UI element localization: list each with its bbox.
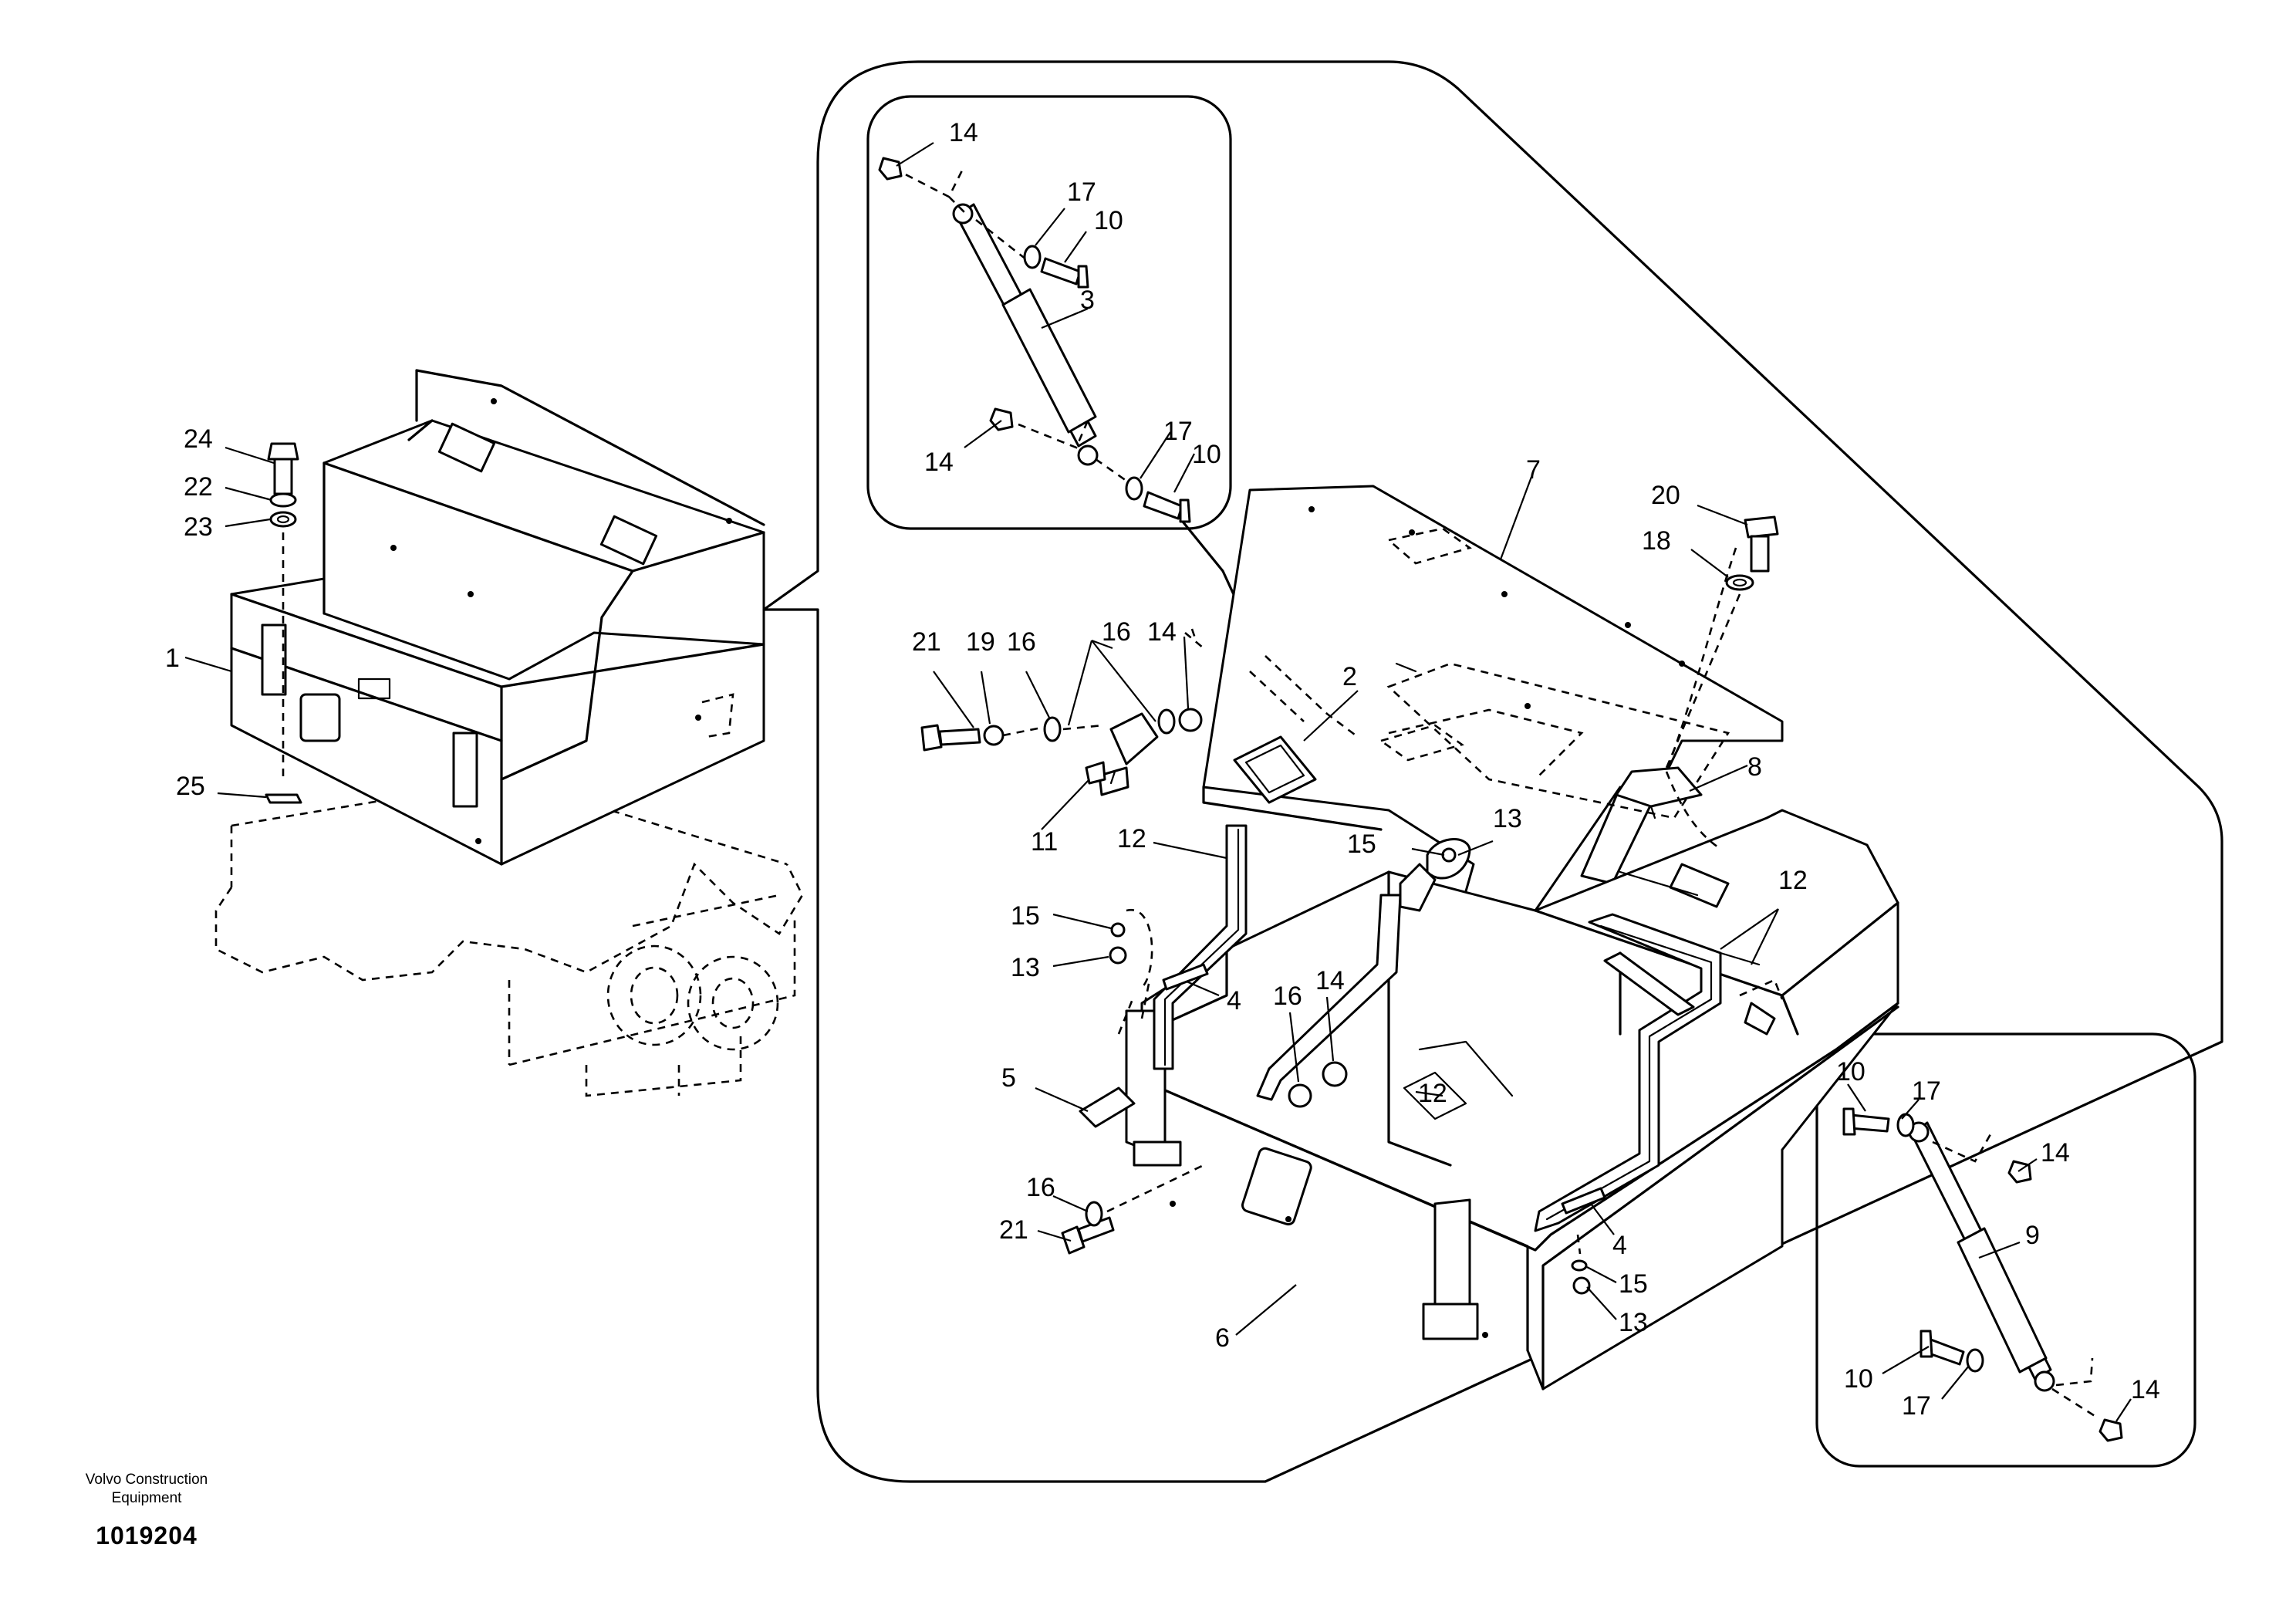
label-23: 23 [184, 512, 213, 542]
label-24: 24 [184, 424, 213, 454]
label-10: 10 [1844, 1364, 1873, 1394]
label-5: 5 [1001, 1063, 1016, 1093]
label-17: 17 [1902, 1391, 1931, 1421]
company-name-line1: Volvo Construction [85, 1472, 208, 1488]
label-3: 3 [1080, 286, 1095, 315]
label-14: 14 [2041, 1138, 2070, 1168]
label-14: 14 [1147, 617, 1177, 647]
label-16: 16 [1102, 617, 1131, 647]
label-13: 13 [1619, 1308, 1648, 1337]
label-15: 15 [1619, 1269, 1648, 1299]
label-10: 10 [1192, 440, 1221, 469]
drawing-caption: Volvo Construction Equipment 1019204 [46, 1471, 247, 1550]
label-25: 25 [176, 772, 205, 801]
label-16: 16 [1007, 627, 1036, 657]
label-17: 17 [1163, 417, 1193, 446]
label-10: 10 [1094, 206, 1123, 235]
label-17: 17 [1912, 1076, 1941, 1106]
label-1: 1 [165, 644, 180, 673]
label-19: 19 [966, 627, 995, 657]
label-12: 12 [1778, 866, 1808, 895]
label-7: 7 [1526, 455, 1541, 485]
label-14: 14 [1315, 966, 1345, 995]
label-14: 14 [924, 448, 954, 477]
exploded-view-frame [762, 60, 2223, 1483]
label-2: 2 [1342, 662, 1357, 691]
document-number: 1019204 [96, 1522, 198, 1549]
label-12: 12 [1117, 824, 1146, 853]
loose-hardware [920, 515, 1779, 1295]
label-18: 18 [1642, 526, 1671, 556]
callout-leaders [184, 142, 2132, 1422]
label-15: 15 [1011, 901, 1040, 931]
label-10: 10 [1836, 1057, 1866, 1086]
label-16: 16 [1273, 982, 1302, 1011]
label-12: 12 [1418, 1079, 1447, 1108]
label-9: 9 [2025, 1221, 2040, 1250]
label-13: 13 [1493, 804, 1522, 833]
part-number-labels: 14 17 10 3 14 17 10 24 22 23 1 25 21 19 … [165, 118, 2160, 1421]
exploded-battery-box [1079, 485, 1899, 1391]
label-13: 13 [1011, 953, 1040, 982]
label-15: 15 [1347, 830, 1376, 859]
label-21: 21 [912, 627, 941, 657]
label-21: 21 [999, 1215, 1028, 1245]
label-14: 14 [949, 118, 978, 147]
label-6: 6 [1215, 1323, 1230, 1353]
label-17: 17 [1067, 177, 1096, 207]
label-11: 11 [1031, 827, 1058, 857]
inset-frame-bottom [1815, 1032, 2196, 1468]
label-16: 16 [1026, 1173, 1055, 1202]
company-name-line2: Equipment [111, 1490, 182, 1506]
assembled-battery-box [214, 369, 804, 1097]
label-20: 20 [1651, 481, 1680, 510]
label-14: 14 [2131, 1375, 2160, 1404]
inset-gas-strut-top [866, 95, 1271, 673]
label-22: 22 [184, 472, 213, 502]
label-4: 4 [1612, 1231, 1627, 1260]
inset-frame-top [866, 95, 1232, 530]
label-8: 8 [1747, 752, 1762, 782]
label-4: 4 [1227, 986, 1241, 1015]
